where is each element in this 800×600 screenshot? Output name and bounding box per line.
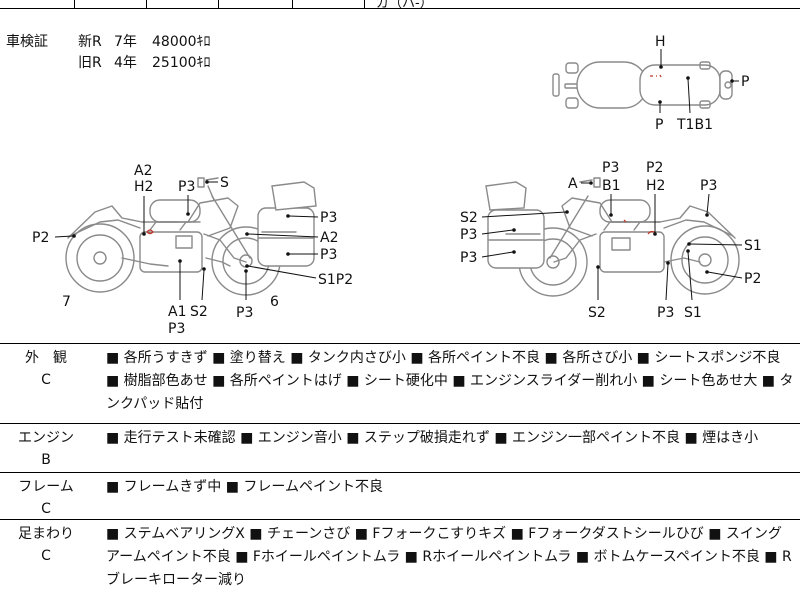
inspection-new-row: 車検証 新R 7年 48000ｷﾛ xyxy=(6,32,211,53)
category-details: ■ ステムベアリングX ■ チェーンさび ■ Fフォークこすりキズ ■ Fフォー… xyxy=(106,526,792,588)
diagram-label: P3 xyxy=(657,305,674,321)
diagram-label: S xyxy=(220,175,229,191)
category-name: フレーム xyxy=(18,479,74,495)
divider xyxy=(218,0,219,8)
diagram-label: P3 xyxy=(236,305,253,321)
diagram-label: A1 xyxy=(168,304,186,320)
category-grade: C xyxy=(41,501,51,517)
top-view-labels: H P P T1B1 xyxy=(655,34,749,133)
category-name: 足まわり xyxy=(18,526,74,542)
diagram-label: S1 xyxy=(684,305,702,321)
inspection-old-type: 旧R xyxy=(78,55,102,71)
category-grade: B xyxy=(41,452,51,468)
diagram-label: P3 xyxy=(460,250,477,266)
category-cell: 足まわり C xyxy=(0,520,92,567)
diagram-label: P3 xyxy=(320,247,337,263)
top-view-motorcycle xyxy=(552,61,733,109)
diagram-label: S2 xyxy=(190,304,208,320)
diagram-label: A2 xyxy=(134,163,152,179)
category-grade: C xyxy=(41,372,51,388)
diagram-label: P2 xyxy=(646,160,663,176)
condition-row: 足まわり C ■ ステムベアリングX ■ チェーンさび ■ Fフォークこすりキズ… xyxy=(0,520,800,600)
diagram-label: P2 xyxy=(32,230,49,246)
inspection-new-years: 7年 xyxy=(114,34,137,50)
category-details: ■ フレームきず中 ■ フレームペイント不良 xyxy=(106,479,383,495)
diagram-label: S2 xyxy=(460,210,478,226)
inspection-old-row: 旧R 4年 25100ｷﾛ xyxy=(6,53,211,74)
condition-row: フレーム C ■ フレームきず中 ■ フレームペイント不良 xyxy=(0,473,800,520)
category-cell: エンジン B xyxy=(0,424,92,471)
diagram-label: S1P2 xyxy=(318,272,353,288)
diagram-label: A xyxy=(568,176,578,192)
diagram-label: S2 xyxy=(588,305,606,321)
diagram-label: 6 xyxy=(270,294,279,310)
diagram-label: P3 xyxy=(602,160,619,176)
header-fragment: ガ（ハ-） xyxy=(376,0,433,11)
category-cell: フレーム C xyxy=(0,473,92,520)
diagram-label: T1B1 xyxy=(676,117,713,133)
diagram-label: P3 xyxy=(168,321,185,337)
left-side-labels: A2 H2 P3 S P2 P3 A2 P3 S1P2 7 A1 S2 P3 P… xyxy=(32,163,353,337)
category-details: ■ 走行テスト未確認 ■ エンジン音小 ■ ステップ破損走れず ■ エンジン一部… xyxy=(106,430,759,446)
diagram-label: A2 xyxy=(320,230,338,246)
category-details: ■ 各所うすきず ■ 塗り替え ■ タンク内さび小 ■ 各所ペイント不良 ■ 各… xyxy=(106,350,794,412)
divider xyxy=(292,0,293,8)
condition-row: 外 観 C ■ 各所うすきず ■ 塗り替え ■ タンク内さび小 ■ 各所ペイント… xyxy=(0,344,800,424)
diagram-label: P3 xyxy=(700,178,717,194)
diagram-label: P xyxy=(741,74,749,90)
diagram-label: H2 xyxy=(646,178,665,194)
diagram-label: P3 xyxy=(178,179,195,195)
diagram-label: 7 xyxy=(62,294,71,310)
inspection-old-price: 25100ｷﾛ xyxy=(152,55,211,71)
right-side-labels: P3 B1 A P2 H2 P3 S2 P3 P3 S1 P2 S2 P3 S1 xyxy=(460,160,762,321)
divider xyxy=(364,0,365,8)
diagram-label: H xyxy=(655,34,666,50)
category-grade: C xyxy=(41,548,51,564)
diagram-label: S1 xyxy=(744,238,762,254)
category-cell: 外 観 C xyxy=(0,344,92,391)
diagram-label: P2 xyxy=(744,271,761,287)
diagram-label: P3 xyxy=(320,210,337,226)
inspection-new-price: 48000ｷﾛ xyxy=(152,34,211,50)
inspection-info: 車検証 新R 7年 48000ｷﾛ 旧R 4年 25100ｷﾛ xyxy=(6,32,211,74)
inspection-new-type: 新R xyxy=(78,34,102,50)
divider xyxy=(146,0,147,8)
condition-table: 外 観 C ■ 各所うすきず ■ 塗り替え ■ タンク内さび小 ■ 各所ペイント… xyxy=(0,343,800,600)
condition-row: エンジン B ■ 走行テスト未確認 ■ エンジン音小 ■ ステップ破損走れず ■… xyxy=(0,424,800,473)
diagram-label: P xyxy=(655,117,663,133)
divider xyxy=(74,0,75,8)
category-name: エンジン xyxy=(18,430,74,446)
left-side-motorcycle xyxy=(65,177,317,296)
diagram-label: P3 xyxy=(460,227,477,243)
inspection-old-years: 4年 xyxy=(114,55,137,71)
category-name: 外 観 xyxy=(25,350,67,366)
header-strip: ガ（ハ-） xyxy=(0,0,800,11)
inspection-label: 車検証 xyxy=(6,34,48,50)
diagram-label: B1 xyxy=(602,178,621,194)
diagram-label: H2 xyxy=(134,179,153,195)
condition-diagram: H P P T1B1 A2 H2 P3 xyxy=(32,34,762,337)
right-side-motorcycle xyxy=(485,177,740,297)
